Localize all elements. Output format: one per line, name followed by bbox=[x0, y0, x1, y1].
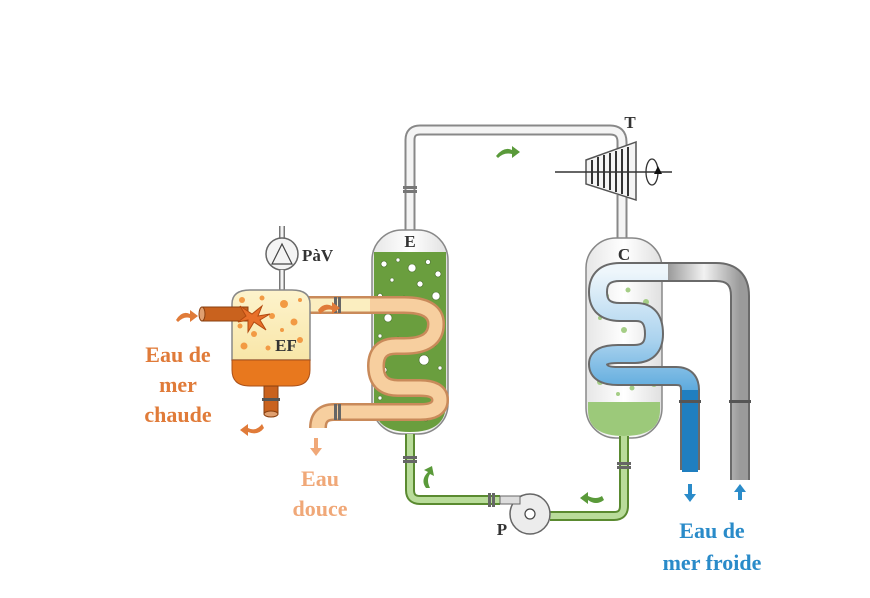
vacuum-pump-label: PàV bbox=[302, 246, 334, 265]
fresh-water-label: Eau douce bbox=[293, 466, 348, 521]
flow-arrow-warm-in bbox=[176, 310, 198, 322]
evaporator-coil bbox=[305, 296, 449, 429]
cold-seawater-line-1: Eau de bbox=[679, 518, 745, 543]
vapor-line bbox=[403, 124, 628, 238]
flash-evaporator: EF bbox=[198, 289, 311, 418]
cold-seawater-coil bbox=[588, 262, 751, 480]
flow-arrow-fresh-out bbox=[310, 438, 322, 456]
circulation-pump bbox=[499, 493, 551, 535]
vacuum-pump bbox=[265, 226, 299, 294]
flow-arrow-liquid-up bbox=[423, 466, 434, 488]
flow-arrow-steam bbox=[318, 302, 340, 314]
flash-evaporator-label: EF bbox=[275, 336, 297, 355]
warm-seawater-line-3: chaude bbox=[144, 402, 211, 427]
flow-arrow-warm-out bbox=[240, 424, 264, 436]
warm-seawater-label: Eau de mer chaude bbox=[144, 342, 211, 427]
turbine bbox=[555, 140, 672, 202]
turbine-label: T bbox=[624, 113, 636, 132]
cold-seawater-label: Eau de mer froide bbox=[663, 518, 762, 575]
evaporator-label: E bbox=[404, 232, 415, 251]
liquid-return-line bbox=[403, 434, 631, 521]
cold-seawater-line-2: mer froide bbox=[663, 550, 762, 575]
condenser-label: C bbox=[618, 245, 630, 264]
flow-arrow-vapor bbox=[496, 146, 520, 158]
warm-seawater-line-2: mer bbox=[159, 372, 197, 397]
flow-arrow-cold-out bbox=[684, 484, 696, 502]
fresh-water-line-1: Eau bbox=[301, 466, 339, 491]
flow-arrow-liquid-left bbox=[580, 492, 604, 504]
fresh-water-line-2: douce bbox=[293, 496, 348, 521]
pump-label: P bbox=[497, 520, 507, 539]
warm-seawater-line-1: Eau de bbox=[145, 342, 211, 367]
flow-arrow-cold-in bbox=[734, 484, 746, 500]
